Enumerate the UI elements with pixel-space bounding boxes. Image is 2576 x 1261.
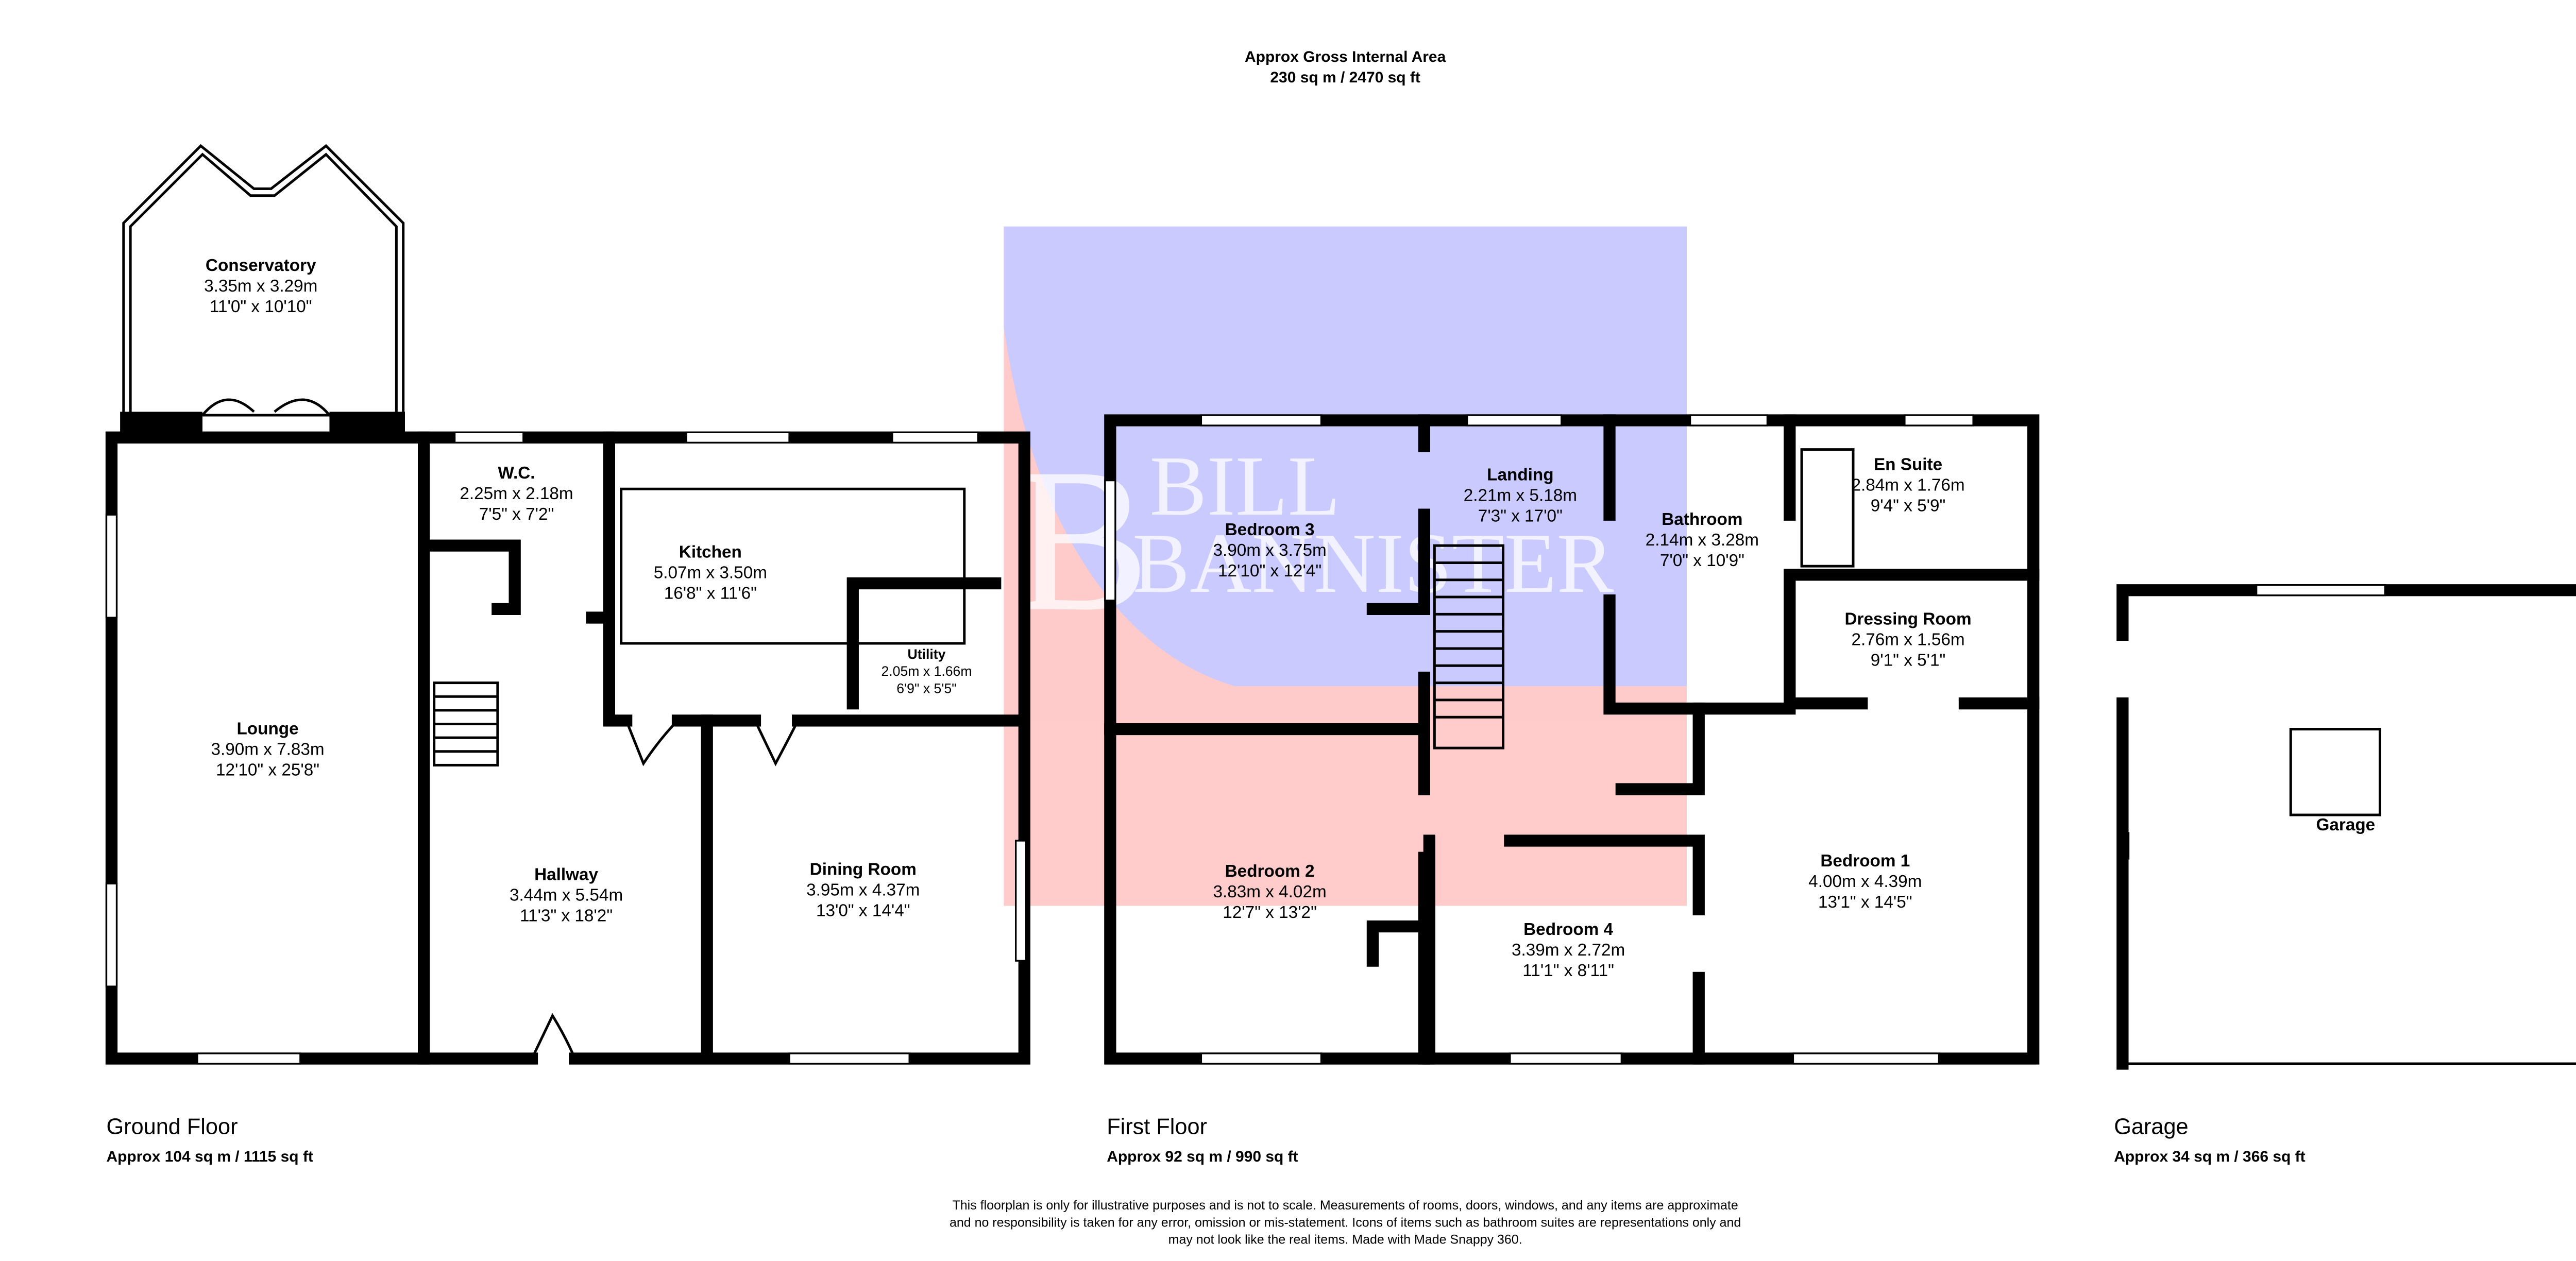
bedroom1-name: Bedroom 1 [1820, 851, 1910, 871]
dining-imperial: 13'0" x 14'4" [816, 901, 910, 921]
kitchen-imperial: 16'8" x 11'6" [664, 584, 757, 603]
landing-metric: 2.21m x 5.18m [1464, 486, 1577, 505]
floor-labels: Ground Floor Approx 104 sq m / 1115 sq f… [106, 1115, 2305, 1165]
bedroom4-metric: 3.39m x 2.72m [1512, 941, 1625, 960]
utility-imperial: 6'9" x 5'5" [896, 681, 956, 696]
conservatory-imperial: 11'0" x 10'10" [210, 297, 312, 316]
hallway-imperial: 11'3" x 18'2" [520, 907, 613, 926]
ensuite-metric: 2.84m x 1.76m [1851, 476, 1964, 495]
bedroom2-imperial: 12'7" x 13'2" [1223, 903, 1317, 922]
disclaimer-line: This floorplan is only for illustrative … [953, 1198, 1738, 1213]
bedroom1-metric: 4.00m x 4.39m [1808, 872, 1922, 891]
first-floor-label: First Floor [1107, 1115, 1207, 1139]
ensuite-name: En Suite [1874, 455, 1942, 474]
first-floor-plan: Bedroom 3 3.90m x 3.75m 12'10" x 12'4" L… [1104, 414, 2040, 1065]
garage-label: Garage [2114, 1115, 2188, 1139]
bathroom-metric: 2.14m x 3.28m [1646, 531, 1759, 550]
bathroom-name: Bathroom [1662, 510, 1742, 529]
bedroom2-name: Bedroom 2 [1225, 862, 1315, 881]
conservatory-metric: 3.35m x 3.29m [204, 277, 317, 296]
hallway-metric: 3.44m x 5.54m [510, 886, 623, 905]
landing-name: Landing [1487, 466, 1553, 485]
utility-metric: 2.05m x 1.66m [881, 663, 972, 679]
landing-imperial: 7'3" x 17'0" [1478, 507, 1563, 526]
dressing-metric: 2.76m x 1.56m [1851, 630, 1964, 649]
disclaimer-line: may not look like the real items. Made w… [1168, 1233, 1522, 1247]
ground-floor-label: Ground Floor [106, 1115, 238, 1139]
garage-area: Approx 34 sq m / 366 sq ft [2114, 1148, 2305, 1165]
dining-metric: 3.95m x 4.37m [806, 881, 920, 900]
ground-floor-area: Approx 104 sq m / 1115 sq ft [106, 1148, 313, 1165]
ensuite-imperial: 9'4" x 5'9" [1871, 497, 1946, 516]
wc-metric: 2.25m x 2.18m [460, 484, 573, 503]
ground-floor-plan: Conservatory 3.35m x 3.29m 11'0" x 10'10… [105, 144, 1030, 1065]
kitchen-metric: 5.07m x 3.50m [654, 563, 767, 582]
lounge-imperial: 12'10" x 25'8" [216, 760, 319, 779]
bedroom3-metric: 3.90m x 3.75m [1213, 541, 1326, 560]
watermark: B BILL BANNISTER [1004, 226, 1687, 906]
header: Approx Gross Internal Area 230 sq m / 24… [1245, 48, 1446, 86]
bedroom3-name: Bedroom 3 [1225, 520, 1315, 539]
disclaimer-line: and no responsibility is taken for any e… [950, 1215, 1741, 1230]
conservatory-name: Conservatory [206, 256, 316, 275]
kitchen-name: Kitchen [679, 542, 742, 561]
bedroom3-imperial: 12'10" x 12'4" [1218, 561, 1321, 581]
utility-name: Utility [908, 646, 946, 662]
bedroom2-metric: 3.83m x 4.02m [1213, 882, 1326, 901]
header-title: Approx Gross Internal Area [1245, 48, 1446, 65]
garage-plan: Garage [2116, 584, 2576, 1070]
hallway-name: Hallway [534, 865, 598, 884]
garage-name: Garage [2316, 815, 2375, 834]
first-floor-area: Approx 92 sq m / 990 sq ft [1107, 1148, 1298, 1165]
disclaimer: This floorplan is only for illustrative … [950, 1198, 1741, 1247]
lounge-metric: 3.90m x 7.83m [211, 740, 324, 759]
lounge-name: Lounge [236, 719, 298, 738]
dressing-imperial: 9'1" x 5'1" [1871, 651, 1946, 670]
svg-text:BANNISTER: BANNISTER [1132, 516, 1614, 611]
bedroom1-imperial: 13'1" x 14'5" [1818, 893, 1912, 912]
bedroom4-imperial: 11'1" x 8'11" [1522, 961, 1614, 980]
wc-imperial: 7'5" x 7'2" [479, 505, 554, 524]
svg-text:B: B [1012, 426, 1150, 654]
header-area: 230 sq m / 2470 sq ft [1270, 69, 1420, 86]
bedroom4-name: Bedroom 4 [1523, 920, 1613, 939]
bathroom-imperial: 7'0" x 10'9" [1660, 551, 1744, 570]
dining-name: Dining Room [810, 860, 917, 879]
wc-name: W.C. [498, 464, 535, 483]
dressing-name: Dressing Room [1845, 609, 1972, 628]
svg-text:BILL: BILL [1149, 439, 1340, 534]
conservatory-outline [122, 144, 405, 417]
